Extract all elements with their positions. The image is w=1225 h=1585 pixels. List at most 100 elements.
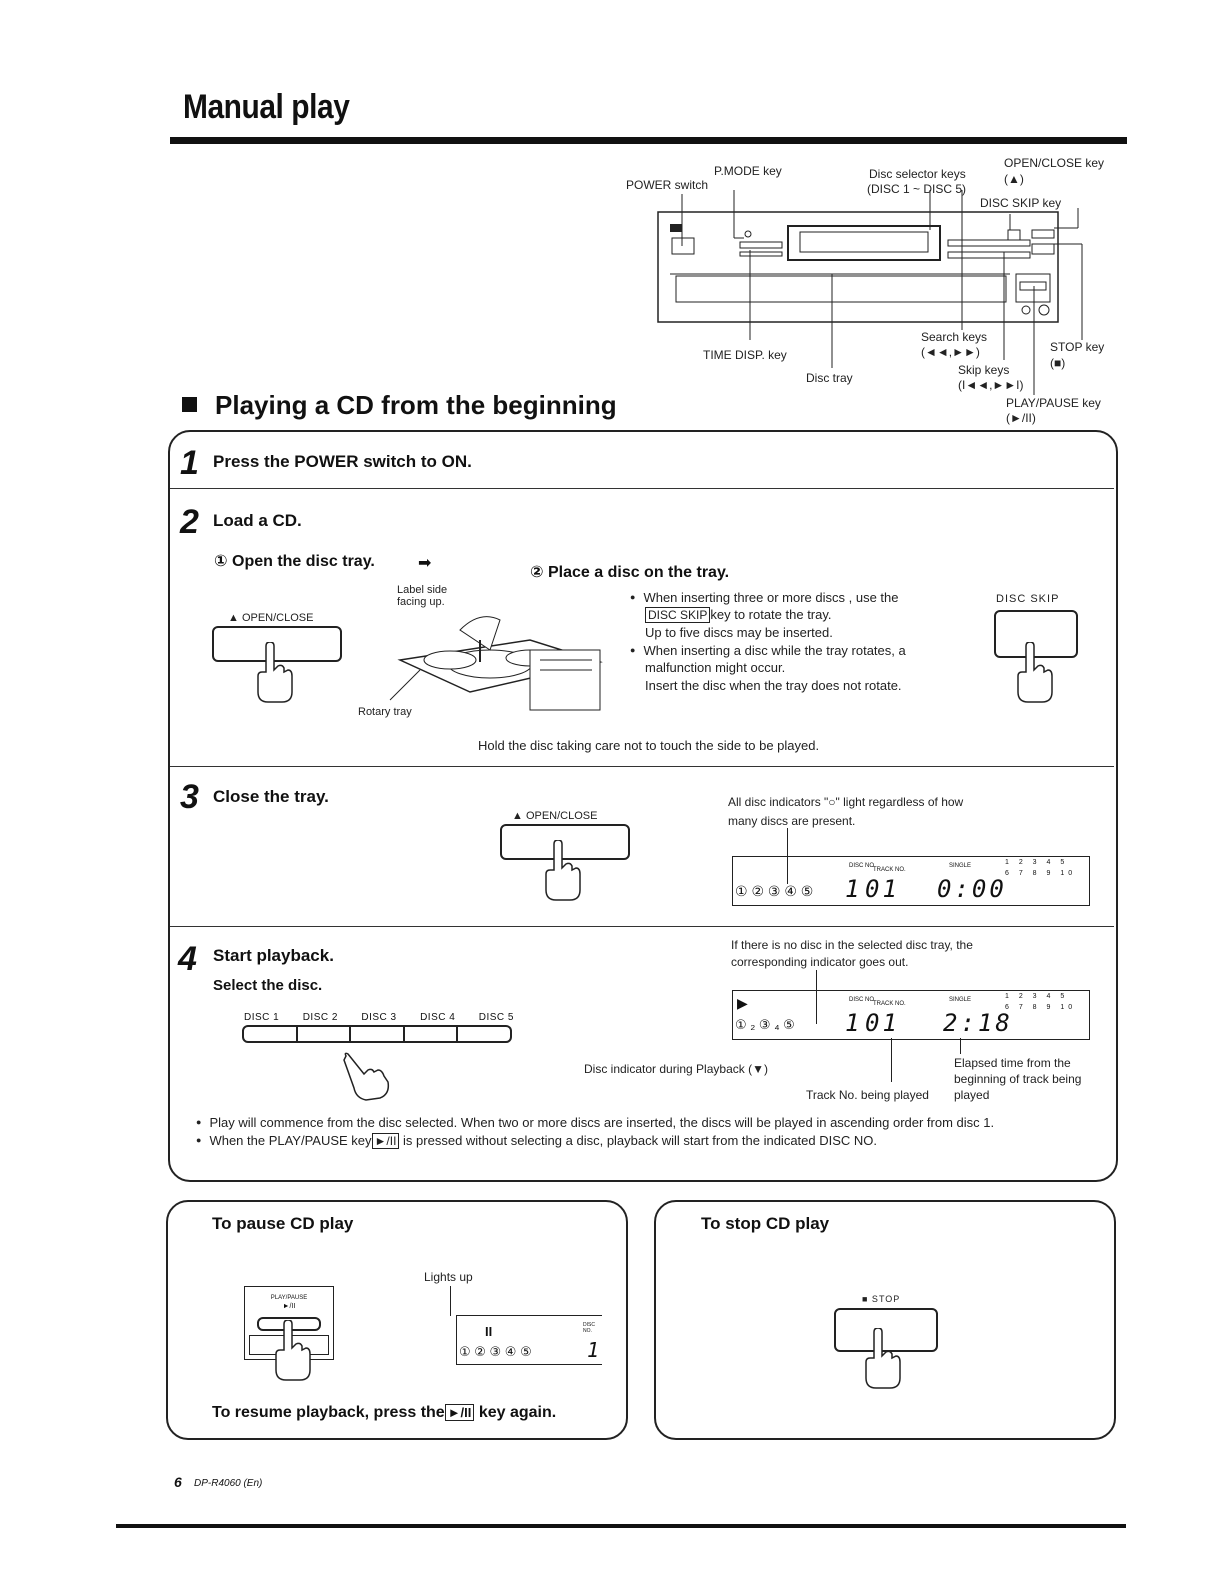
pause-box-title: To pause CD play	[212, 1214, 354, 1233]
step-3-text: Close the tray.	[213, 787, 329, 806]
step-4-select: Select the disc.	[213, 977, 323, 994]
lcd-disc-no-label: DISC NO.	[583, 1322, 595, 1334]
step-2-number: 2	[180, 503, 199, 541]
disc-3-label: DISC 3	[361, 1012, 397, 1023]
step-4-note-2: corresponding indicator goes out.	[731, 955, 909, 969]
lcd-disc-indicators: ① ② ③ ④ ⑤	[735, 883, 814, 899]
title-rule	[170, 137, 1127, 144]
rotary-tray-label: Rotary tray	[358, 706, 412, 718]
lcd-track-numbers-bottom: 6 7 8 9 10	[1005, 1004, 1077, 1011]
disc-key-labels: DISC 1 DISC 2 DISC 3 DISC 4 DISC 5	[244, 1012, 514, 1023]
step-3-note-2: many discs are present.	[728, 814, 856, 828]
disc-selector-range: (DISC 1 ~ DISC 5)	[867, 182, 967, 196]
disc-skip-button[interactable]	[994, 610, 1078, 658]
step-divider	[170, 488, 1114, 489]
disc-1-button[interactable]	[242, 1025, 298, 1043]
lcd-track-label: TRACK NO.	[873, 867, 906, 873]
hold-disc-note: Hold the disc taking care not to touch t…	[478, 738, 820, 753]
bullet-2-line3: Insert the disc when the tray does not r…	[645, 678, 902, 693]
resume-instruction: To resume playback, press the►/II key ag…	[212, 1404, 557, 1421]
lights-up-label: Lights up	[424, 1270, 473, 1284]
lcd-time: 0:00	[937, 875, 1007, 903]
lcd-single-label: SINGLE	[949, 997, 972, 1003]
step-1-number: 1	[180, 444, 199, 482]
disc-2-label: DISC 2	[302, 1012, 338, 1023]
play-pause-inline-key: ►/II	[444, 1404, 475, 1421]
square-bullet-icon	[182, 397, 197, 412]
stop-button[interactable]	[834, 1308, 938, 1352]
bullet-2-line2: malfunction might occur.	[645, 660, 786, 675]
play-bullet-1: Play will commence from the disc selecte…	[196, 1115, 994, 1130]
step-3-number: 3	[180, 778, 199, 816]
disc-selector-label: Disc selector keys	[869, 167, 966, 181]
lcd-disc-indicators: ① ₂ ③ ₄ ⑤	[735, 1017, 795, 1032]
section-heading: Playing a CD from the beginning	[182, 390, 617, 421]
bullet-1: When inserting three or more discs , use…	[630, 590, 899, 605]
elapsed-note-2: beginning of track being	[954, 1072, 1082, 1086]
lcd-display-step3: DISC NO. TRACK NO. SINGLE 1 2 3 4 5 6 7 …	[732, 856, 1090, 906]
open-close-symbol: (▲)	[1004, 172, 1024, 186]
stop-box	[654, 1200, 1116, 1440]
pressing-hand-icon	[1017, 642, 1053, 703]
page-number: 6	[174, 1474, 182, 1490]
step-2-sub2: ② Place a disc on the tray.	[530, 564, 730, 581]
play-pause-inline-key: ►/II	[371, 1133, 400, 1149]
steps-box	[168, 430, 1118, 1182]
footer-rule	[116, 1524, 1126, 1528]
play-pause-key-label: PLAY/PAUSE key	[1006, 396, 1101, 410]
lcd-track-number: 01	[865, 1009, 900, 1037]
step-1-text: Press the POWER switch to ON.	[213, 452, 472, 471]
play-pause-key-symbol: (►/II)	[1006, 411, 1036, 425]
lcd-track-numbers-top: 1 2 3 4 5	[1005, 859, 1069, 866]
open-close-label: ▲ OPEN/CLOSE	[512, 810, 598, 822]
search-keys-symbols: (◄◄,►►)	[921, 345, 980, 359]
play-bullet-2: When the PLAY/PAUSE key►/II is pressed w…	[196, 1133, 877, 1149]
arrow-right-icon: ➡	[418, 555, 432, 572]
lcd-disc-number: 1	[587, 1338, 603, 1362]
disc-4-button[interactable]	[404, 1025, 459, 1043]
leader-line	[960, 1038, 961, 1054]
step-2-sub1: ① Open the disc tray.	[214, 553, 375, 570]
disc-2-button[interactable]	[297, 1025, 352, 1043]
leader-line	[891, 1038, 892, 1082]
power-switch-label: POWER switch	[626, 178, 709, 192]
play-pause-key-text: PLAY/PAUSE	[270, 1295, 308, 1301]
disc-indicator-note: Disc indicator during Playback (▼)	[584, 1062, 768, 1076]
disc-3-button[interactable]	[351, 1025, 405, 1043]
pressing-hand-icon	[865, 1328, 901, 1389]
search-keys-label: Search keys	[921, 330, 988, 344]
open-close-label: ▲ OPEN/CLOSE	[228, 612, 314, 624]
disc-5-button[interactable]	[458, 1025, 512, 1043]
lcd-time: 2:18	[943, 1009, 1013, 1037]
open-close-button[interactable]	[500, 824, 630, 860]
lcd-disc-number: 1	[845, 875, 863, 903]
pressing-hand-icon	[257, 642, 293, 703]
page-title: Manual play	[183, 88, 350, 126]
stop-key-symbol: (■)	[1050, 356, 1066, 370]
play-indicator-icon: ▶	[737, 995, 748, 1011]
elapsed-note-1: Elapsed time from the	[954, 1056, 1071, 1070]
disc-5-label: DISC 5	[478, 1012, 514, 1023]
tray-illustration	[389, 616, 603, 711]
play-pause-key-symbol: ►/II	[282, 1303, 296, 1310]
pause-lcd: II DISC NO. ① ② ③ ④ ⑤ 1	[456, 1315, 602, 1365]
step-4-text: Start playback.	[213, 946, 334, 965]
disc-4-label: DISC 4	[420, 1012, 456, 1023]
leader-line	[816, 970, 817, 1024]
skip-keys-label: Skip keys	[958, 363, 1010, 377]
lcd-disc-label: DISC NO.	[849, 997, 876, 1003]
stop-key-label: STOP key	[1050, 340, 1105, 354]
disc-skip-label: DISC SKIP	[996, 593, 1060, 605]
stop-key-label: ■ STOP	[862, 1294, 901, 1304]
label-side-note: Label side facing up.	[397, 584, 448, 608]
stop-box-title: To stop CD play	[701, 1214, 830, 1233]
lcd-track-number: 01	[865, 875, 900, 903]
open-close-button[interactable]	[212, 626, 342, 662]
open-close-key-label: OPEN/CLOSE key	[1004, 156, 1105, 170]
pressing-hand-icon	[275, 1320, 311, 1381]
step-divider	[170, 766, 1114, 767]
pause-symbol: II	[485, 1324, 493, 1339]
disc-tray-label: Disc tray	[806, 371, 853, 385]
step-divider	[170, 926, 1114, 927]
